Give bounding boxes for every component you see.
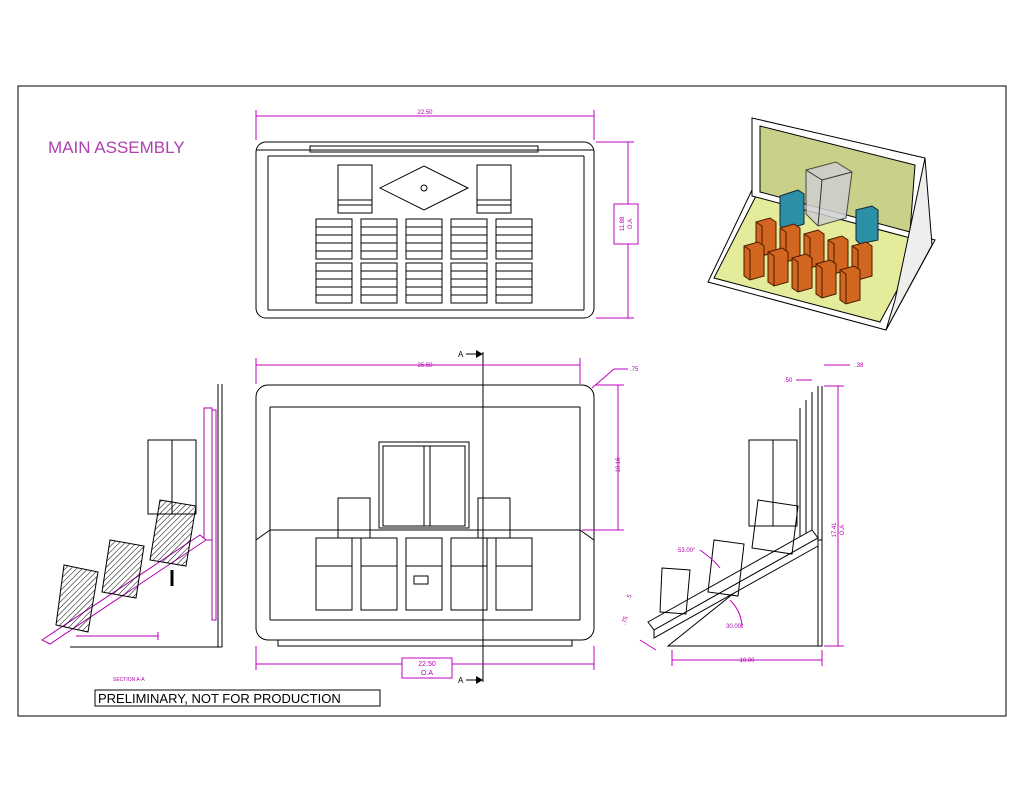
section-marker-top: A [458,350,464,359]
iso-seat-box [767,247,789,287]
section-view: SECTION A-A [41,384,223,683]
top-seat-box [495,262,533,304]
front-view: A A 25.50 .75 10.16 22.50 O.A [255,350,639,685]
iso-seat-box [743,241,765,281]
side-top-b-dim: .38 [855,363,864,369]
front-height-dim: 10.16 [616,457,622,473]
front-width-dim: 25.50 [417,363,433,369]
front-seat-box [405,537,443,611]
iso-seat-box [791,253,813,293]
top-seat-box [360,218,398,260]
front-seat-box [360,537,398,611]
drawing-title: MAIN ASSEMBLY [48,138,185,157]
top-seat-box [450,218,488,260]
section-marker-bottom: A [458,676,464,685]
isometric-view [707,117,936,331]
sheet-border [17,85,1007,717]
front-seat-box [495,537,533,611]
top-seat-box [360,262,398,304]
front-base-suffix: O.A [421,670,433,677]
preliminary-note: PRELIMINARY, NOT FOR PRODUCTION [98,691,341,706]
side-angle-a-dim: 53.00° [678,548,696,554]
top-seat-box [450,262,488,304]
side-depth-dim: 10.00 [739,658,755,664]
side-angle-b-dim: 30.00° [726,624,744,630]
front-seat-box [450,537,488,611]
top-seat-box [315,218,353,260]
top-height-dim: 11.88 [620,216,626,231]
side-small-a-dim: .5 [626,593,634,600]
front-panel-label [413,575,429,585]
iso-seat-box [815,259,837,299]
section-label: SECTION A-A [113,677,145,683]
side-top-a-dim: .50 [784,378,793,384]
top-seat-box [405,218,443,260]
top-seat-box [315,262,353,304]
top-seat-box [495,218,533,260]
top-seat-box [405,262,443,304]
top-width-dim: 22.50 [417,110,433,116]
front-corner-dim: .75 [630,367,639,373]
front-seat-box [315,537,353,611]
top-view: 22.50 11.88 O.A [255,110,639,319]
iso-seat-box [839,265,861,305]
side-view: 10.00 17.41 O.A .50 .38 53.00° 30.00° .5… [621,363,864,666]
note-box [94,689,381,707]
side-small-b-dim: .75 [621,615,630,626]
side-height-suffix: O.A [840,525,846,535]
top-height-suffix: O.A [628,219,634,229]
front-base-dim: 22.50 [418,661,436,668]
side-height-dim: 17.41 [832,522,838,538]
